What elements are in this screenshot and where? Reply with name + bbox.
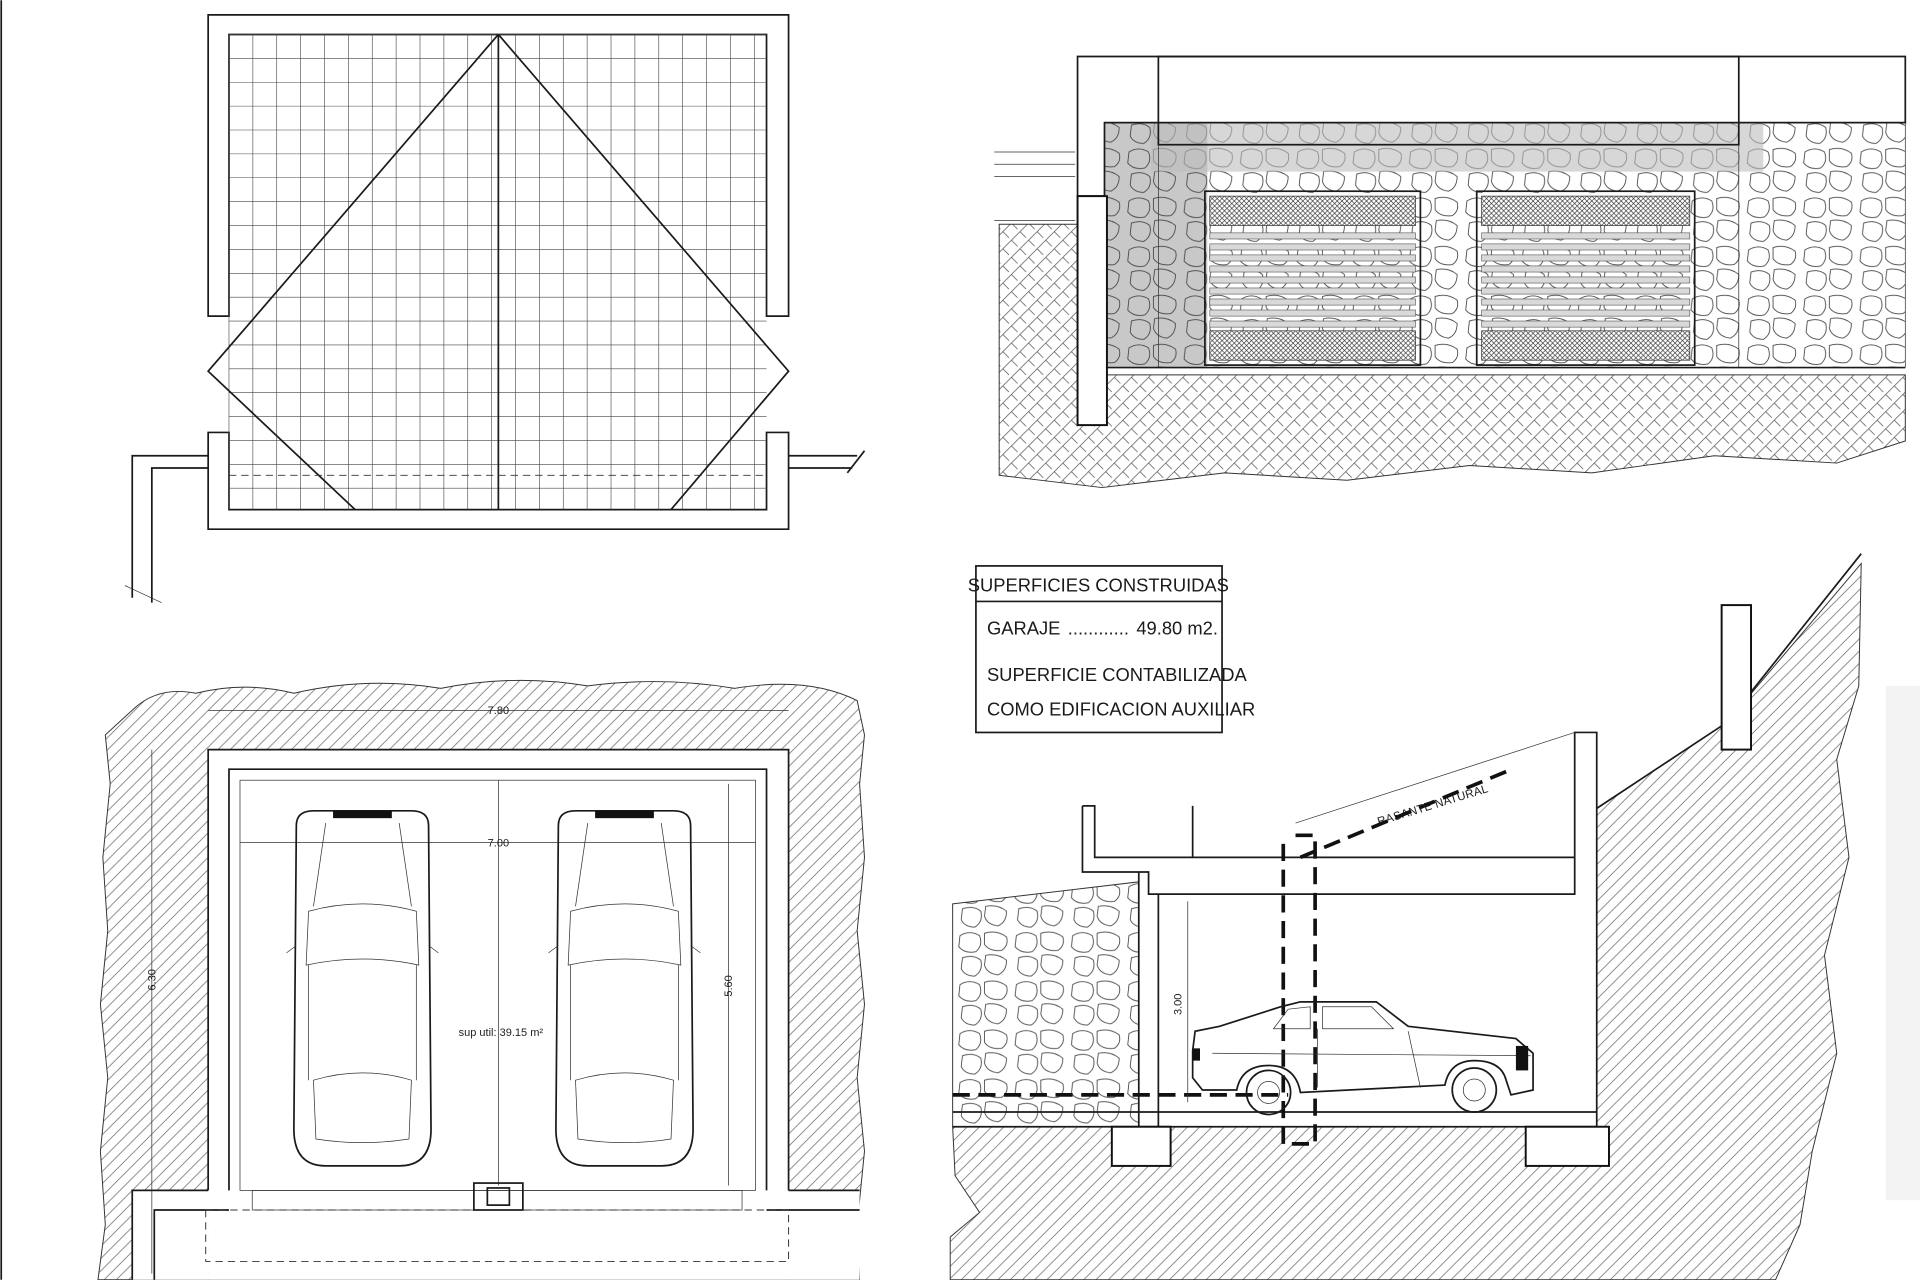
footing-right <box>1524 1125 1610 1167</box>
section-roof-slab <box>1081 731 1598 1127</box>
dim-outer-width: 7.80 <box>488 705 509 717</box>
table-row-leader: ............ <box>1068 617 1129 638</box>
section-retaining-wall <box>1720 604 1752 751</box>
dim-outer-depth: 6.30 <box>147 969 159 990</box>
car-side-view <box>1191 1000 1534 1116</box>
footing-left <box>1110 1125 1172 1167</box>
excavation-column <box>1281 833 1317 1146</box>
terrain-left-break <box>124 585 162 603</box>
roof-fascia <box>1157 55 1740 146</box>
elevation-retaining-wall <box>1076 195 1108 427</box>
cross-section: RASANTE NATURAL 3.00 <box>949 553 1862 1280</box>
garage-door-right <box>1475 190 1696 366</box>
section-stone-fill <box>952 881 1140 1128</box>
dim-inner-width: 7.00 <box>488 837 509 849</box>
section-earth-hatch <box>949 562 1862 1280</box>
table-row-label: GARAJE <box>987 617 1060 638</box>
plan-wall-returns <box>131 1189 860 1280</box>
plan-walls <box>207 748 790 1191</box>
dim-height: 3.00 <box>1173 994 1185 1015</box>
dim-inner-depth: 5.60 <box>723 975 735 996</box>
section-roof-top <box>1082 805 1575 859</box>
useful-area-label: sup util: 39.15 m² <box>459 1027 544 1039</box>
front-elevation <box>994 55 1907 489</box>
table-row-value: 49.80 m2. <box>1136 617 1218 638</box>
excavation-line <box>952 769 1507 1097</box>
table-header: SUPERFICIES CONSTRUIDAS <box>968 575 1229 596</box>
terrain-left-profile <box>131 454 209 603</box>
car-top-view-left <box>286 809 439 1167</box>
car-top-view-right <box>548 809 701 1167</box>
roof-tile-grid <box>228 34 767 510</box>
door-lock-symbol <box>473 1182 524 1211</box>
floor-plan: 7.80 7.00 6.30 5.60 sup util: 39.15 m² <box>97 679 865 1280</box>
plan-eave-projection <box>205 1209 790 1262</box>
eave-shadow <box>1151 122 1764 172</box>
garage-door-left <box>1204 190 1422 366</box>
table-note-line1: SUPERFICIE CONTABILIZADA <box>987 664 1248 685</box>
section-left-wall <box>1137 872 1160 1127</box>
roof-plan <box>124 14 866 603</box>
area-table: SUPERFICIES CONSTRUIDAS GARAJE .........… <box>968 565 1255 734</box>
terrain-right-profile <box>788 450 866 474</box>
roof-hip-lines <box>206 33 790 511</box>
terrain-label: RASANTE NATURAL <box>1376 782 1490 828</box>
table-note-line2: COMO EDIFICACION AUXILIAR <box>987 698 1255 719</box>
scan-shadow <box>1885 685 1920 1201</box>
natural-grade-line <box>1295 732 1575 824</box>
elevation-wind-lines <box>994 151 1076 221</box>
